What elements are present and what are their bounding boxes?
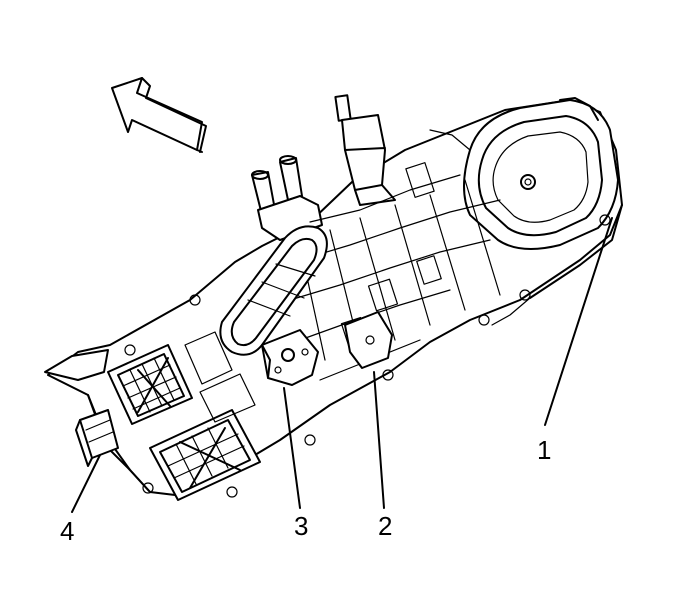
leader-lines (71, 217, 613, 513)
inlet-lip (44, 349, 109, 381)
housing-ribs (289, 162, 501, 381)
heater-core-tube (334, 94, 396, 206)
callout-4: 4 (60, 516, 74, 546)
leader-line-2 (373, 371, 385, 509)
callout-3: 3 (294, 511, 308, 541)
leader-line-3 (283, 387, 301, 509)
temperature-actuator (344, 311, 393, 369)
leader-line-1 (544, 217, 613, 426)
defrost-duct (219, 225, 328, 356)
blower-housing (463, 99, 619, 250)
lower-filter-grid (149, 409, 261, 501)
forward-arrow-icon (111, 77, 207, 153)
upper-filter-grid (107, 344, 193, 425)
aspirator-bracket (75, 409, 119, 467)
mode-door-actuator (261, 329, 319, 386)
leader-line-4 (71, 454, 101, 513)
callout-2: 2 (378, 511, 392, 541)
hvac-housing (44, 94, 623, 501)
callout-1: 1 (537, 435, 551, 465)
